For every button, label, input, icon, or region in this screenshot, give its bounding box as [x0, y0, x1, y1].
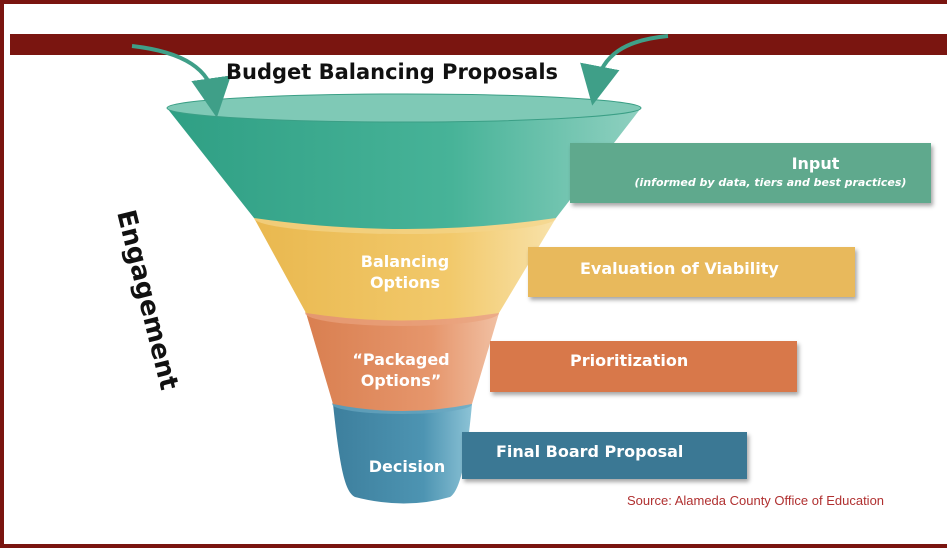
bar-final: Final Board Proposal [462, 432, 747, 479]
bar-prioritization: Prioritization [490, 341, 797, 392]
bar-prioritization-title: Prioritization [570, 351, 689, 370]
bar-input-subtitle: (informed by data, tiers and best practi… [634, 176, 907, 189]
funnel-stage-packaged [306, 313, 499, 411]
bar-evaluation-title: Evaluation of Viability [580, 259, 779, 278]
bar-evaluation: Evaluation of Viability [528, 247, 855, 297]
bar-input: Input (informed by data, tiers and best … [570, 143, 931, 203]
arrow-right-icon [580, 34, 669, 106]
header-bar [10, 34, 947, 55]
stage-label-balancing: Balancing Options [345, 251, 465, 293]
funnel-stage-decision [333, 404, 472, 504]
source-caption: Source: Alameda County Office of Educati… [627, 493, 885, 508]
stage-label-decision: Decision [347, 456, 467, 477]
funnel-stage-input [167, 108, 641, 229]
stage-label-packaged: “Packaged Options” [341, 349, 461, 391]
bar-final-title: Final Board Proposal [496, 442, 684, 461]
stage-label-line: Options [369, 273, 441, 292]
funnel-stage-balancing [254, 218, 556, 321]
stage-label-line: “Packaged [352, 350, 450, 369]
arrow-left-icon [131, 44, 231, 118]
stage-label-line: Balancing [360, 252, 450, 271]
funnel-rim [166, 93, 642, 123]
stage-label-line: Decision [368, 457, 446, 476]
bar-input-title: Input [791, 154, 840, 173]
stage-label-line: Options” [360, 371, 442, 390]
diagram-title: Budget Balancing Proposals [226, 60, 559, 84]
